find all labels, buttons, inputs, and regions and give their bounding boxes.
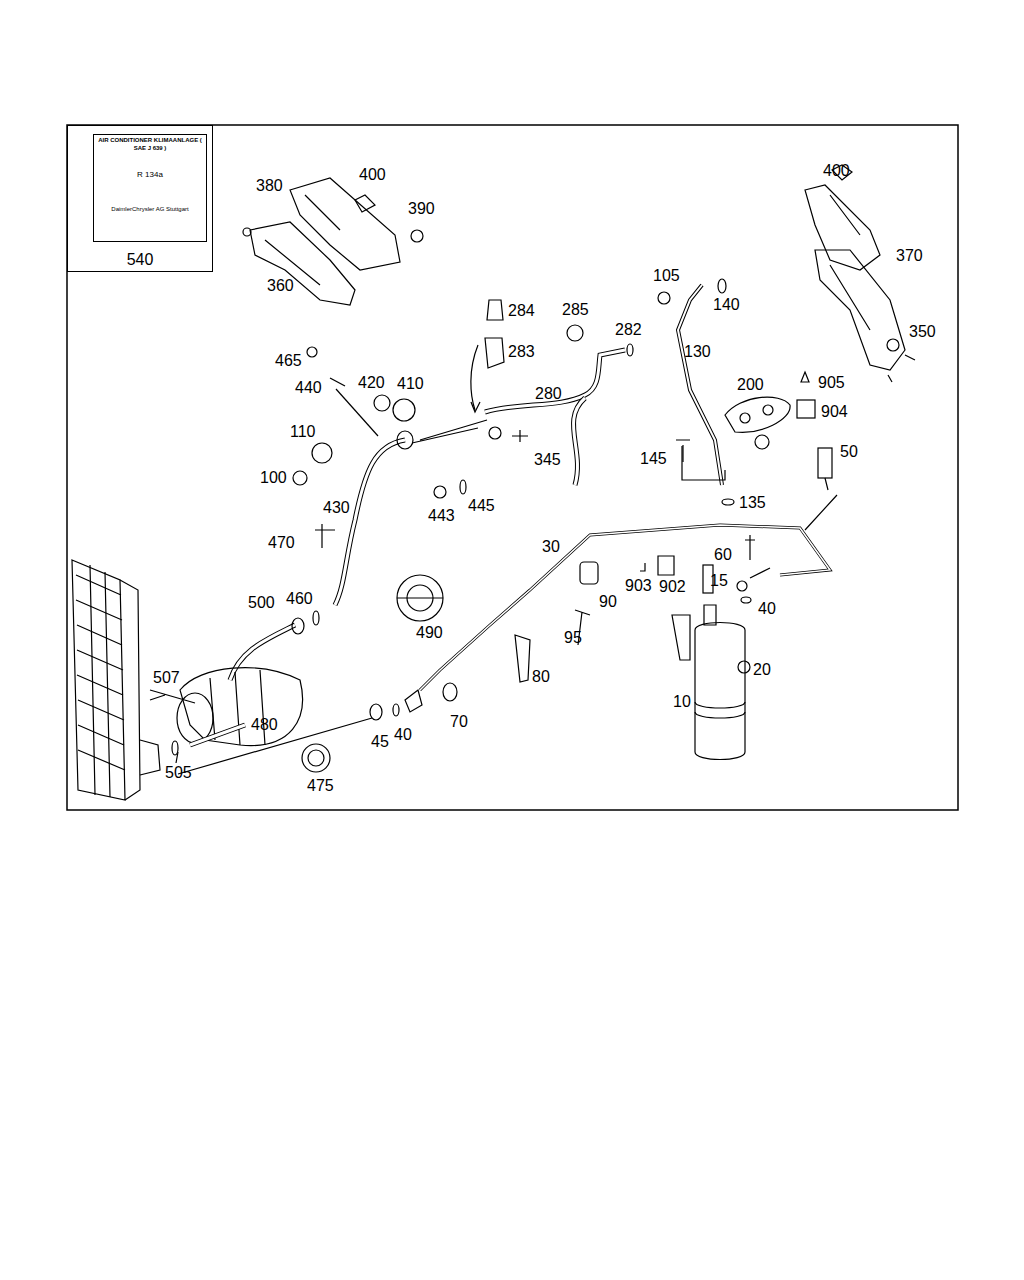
callout-number: 505 (165, 764, 192, 782)
sticker-text: AIR CONDITIONER KLIMAANLAGE ( SAE J 639 … (94, 135, 206, 154)
callout-number: 20 (753, 661, 771, 679)
callout-number: 100 (260, 469, 287, 487)
callout-number: 345 (534, 451, 561, 469)
fitting-283-284 (471, 300, 504, 412)
callout-number: 30 (542, 538, 560, 556)
callout-number: 443 (428, 507, 455, 525)
hose-280 (485, 325, 633, 485)
callout-number: 905 (818, 374, 845, 392)
callout-number: 465 (275, 352, 302, 370)
callout-number: 15 (710, 572, 728, 590)
callout-number: 350 (909, 323, 936, 341)
inset-box: 540 AIR CONDITIONER KLIMAANLAGE ( SAE J 6… (67, 125, 213, 272)
frame (67, 125, 958, 810)
callout-number: 903 (625, 577, 652, 595)
sensor-50 (797, 372, 837, 530)
callout-number: 145 (640, 450, 667, 468)
callout-number: 70 (450, 713, 468, 731)
callout-number: 440 (295, 379, 322, 397)
callout-number: 95 (564, 629, 582, 647)
hose-430 (293, 347, 487, 625)
callout-number: 135 (739, 494, 766, 512)
callout-number: 60 (714, 546, 732, 564)
bracket-350-370 (805, 165, 915, 382)
callout-number: 105 (653, 267, 680, 285)
callout-number: 500 (248, 594, 275, 612)
callout-number: 420 (358, 374, 385, 392)
label-sticker: AIR CONDITIONER KLIMAANLAGE ( SAE J 639 … (93, 134, 207, 242)
callout-number: 285 (562, 301, 589, 319)
callout-number: 40 (394, 726, 412, 744)
callout-number: 370 (896, 247, 923, 265)
sticker-text: DaimlerChrysler AG Stuttgart (94, 204, 206, 216)
callout-number: 400 (823, 162, 850, 180)
callout-number: 80 (532, 668, 550, 686)
callout-number: 480 (251, 716, 278, 734)
callout-number: 40 (758, 600, 776, 618)
part-number: 540 (68, 251, 212, 269)
callout-number: 45 (371, 733, 389, 751)
condenser (72, 560, 160, 800)
callout-number: 280 (535, 385, 562, 403)
callout-number: 430 (323, 499, 350, 517)
callout-number: 490 (416, 624, 443, 642)
pulley-490 (397, 575, 443, 621)
callout-number: 140 (713, 296, 740, 314)
callout-number: 90 (599, 593, 617, 611)
callout-number: 284 (508, 302, 535, 320)
callout-number: 130 (684, 343, 711, 361)
compressor-480 (150, 618, 372, 774)
callout-number: 50 (840, 443, 858, 461)
sticker-text: R 134a (94, 168, 206, 182)
callout-number: 283 (508, 343, 535, 361)
callout-number: 470 (268, 534, 295, 552)
callout-number: 360 (267, 277, 294, 295)
bracket-360-380 (243, 178, 423, 305)
callout-number: 904 (821, 403, 848, 421)
callout-number: 10 (673, 693, 691, 711)
callout-number: 475 (307, 777, 334, 795)
receiver-drier-10 (672, 605, 750, 760)
callout-number: 282 (615, 321, 642, 339)
callout-number: 110 (290, 423, 316, 441)
callout-number: 390 (408, 200, 435, 218)
callout-number: 445 (468, 497, 495, 515)
cover-200 (725, 397, 790, 449)
callout-number: 400 (359, 166, 386, 184)
switches (515, 556, 713, 682)
clamp-475 (302, 744, 330, 772)
callout-number: 460 (286, 590, 313, 608)
callout-number: 902 (659, 578, 686, 596)
line-30 (370, 525, 830, 720)
callout-number: 200 (737, 376, 764, 394)
callout-number: 507 (153, 669, 180, 687)
callout-number: 410 (397, 375, 424, 393)
callout-number: 380 (256, 177, 283, 195)
